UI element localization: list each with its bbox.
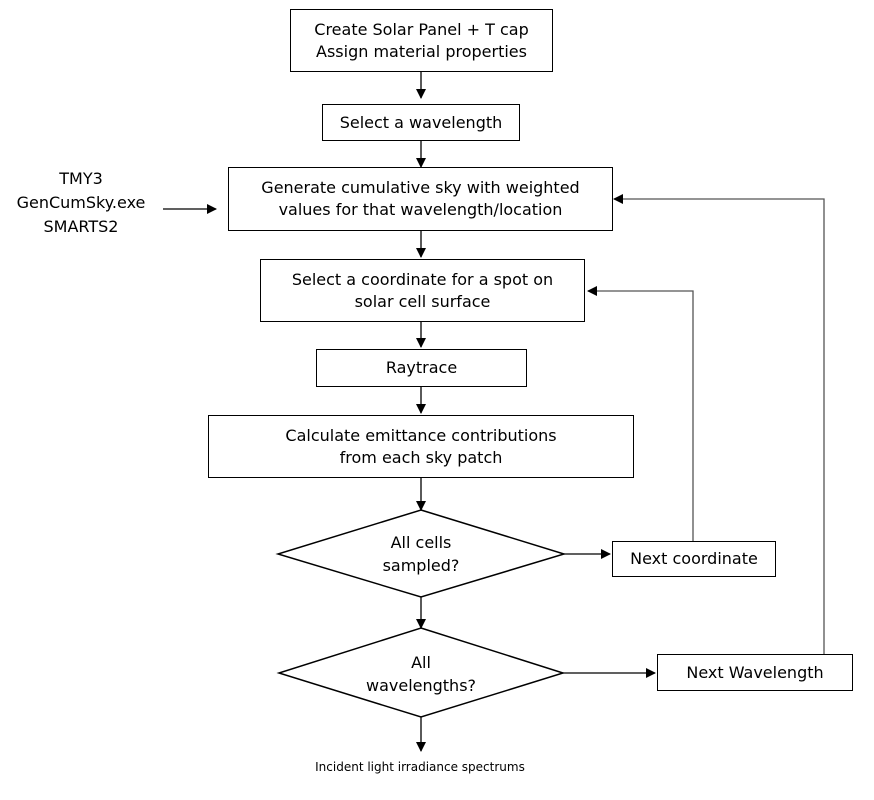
loop-next-coordinate-to-select-coordinate	[587, 286, 694, 541]
decision-all-cells-line-2: sampled?	[382, 556, 460, 575]
step-select-wavelength: Select a wavelength	[322, 104, 520, 141]
input-sources: TMY3 GenCumSky.exe SMARTS2	[6, 167, 156, 239]
step-next-wavelength-label: Next Wavelength	[686, 662, 824, 682]
step-create-panel: Create Solar Panel + T cap Assign materi…	[290, 9, 553, 72]
step-select-coordinate: Select a coordinate for a spot on solar …	[260, 259, 585, 322]
decision-all-cells: All cells sampled?	[331, 525, 511, 583]
step-next-wavelength: Next Wavelength	[657, 654, 853, 691]
step-select-wavelength-label: Select a wavelength	[339, 112, 503, 132]
output-caption: Incident light irradiance spectrums	[315, 760, 525, 774]
decision-all-cells-line-1: All cells	[390, 532, 452, 552]
step-generate-sky-line-2: values for that wavelength/location	[278, 200, 563, 219]
step-generate-sky: Generate cumulative sky with weighted va…	[228, 167, 613, 231]
step-create-panel-line-2: Assign material properties	[316, 41, 527, 61]
step-next-coordinate: Next coordinate	[612, 541, 776, 577]
input-source-tmy3: TMY3	[59, 169, 103, 188]
decision-all-wavelengths-line-2: wavelengths?	[365, 676, 477, 695]
step-raytrace: Raytrace	[316, 349, 527, 387]
step-create-panel-line-1: Create Solar Panel + T cap	[314, 19, 529, 39]
decision-all-wavelengths: All wavelengths?	[331, 645, 511, 703]
step-calculate-emittance: Calculate emittance contributions from e…	[208, 415, 634, 478]
input-source-smarts2: SMARTS2	[43, 217, 119, 236]
step-select-coordinate-line-2: solar cell surface	[354, 291, 491, 311]
step-calculate-emittance-line-1: Calculate emittance contributions	[285, 425, 557, 445]
step-select-coordinate-line-1: Select a coordinate for a spot on	[291, 269, 554, 289]
input-source-gencumsky: GenCumSky.exe	[16, 193, 146, 212]
decision-all-wavelengths-shape	[276, 627, 566, 718]
loop-next-wavelength-to-sky	[613, 194, 825, 654]
step-calculate-emittance-line-2: from each sky patch	[339, 447, 503, 467]
step-generate-sky-line-1: Generate cumulative sky with weighted	[261, 178, 580, 198]
decision-all-wavelengths-line-1: All	[411, 652, 431, 672]
step-next-coordinate-label: Next coordinate	[630, 549, 758, 569]
step-raytrace-label: Raytrace	[385, 358, 458, 378]
decision-all-cells-shape	[275, 509, 567, 598]
